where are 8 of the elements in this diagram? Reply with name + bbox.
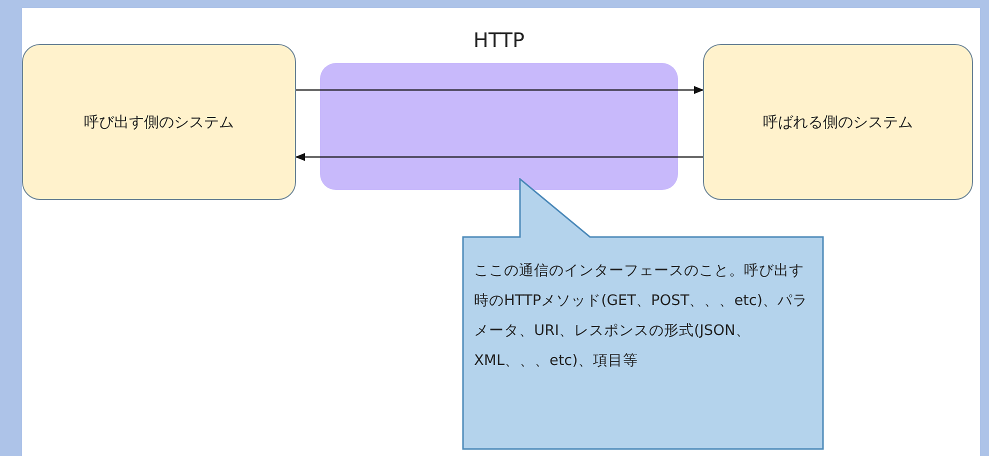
arrow (295, 153, 703, 161)
box-label: 呼び出す側のシステム (84, 112, 234, 132)
callout-text: ここの通信のインターフェースのこと。呼び出す時のHTTPメソッド(GET、POST、、、etc)、パラメータ、URI、レスポンスの形式(JSON、XML、、、etc)、項目等 (474, 262, 808, 371)
arrow (296, 86, 704, 94)
system-box (703, 44, 973, 200)
box-label: 呼ばれる側のシステム (763, 112, 913, 132)
protocol-label: HTTP (472, 28, 526, 52)
system-box (22, 44, 296, 200)
